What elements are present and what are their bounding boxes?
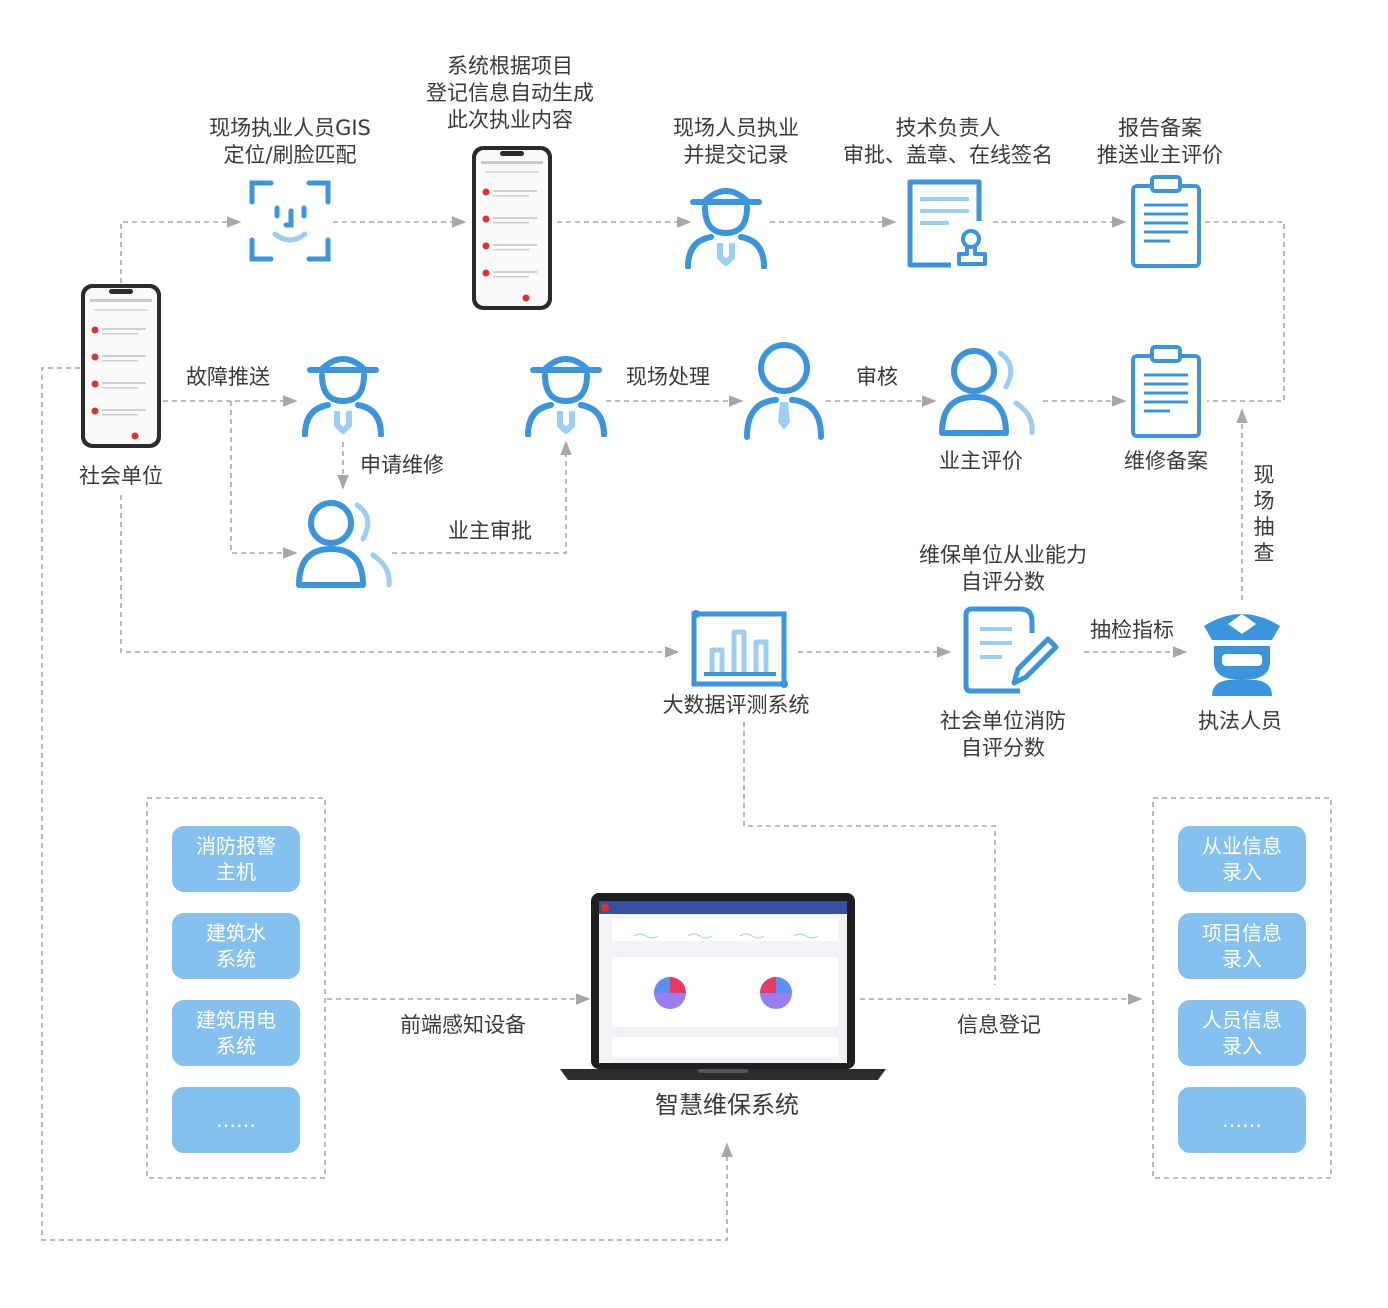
node-label-law-officer: 执法人员: [1198, 709, 1282, 733]
node-label-report-file: 报告备案 推送业主评价: [1097, 116, 1223, 167]
edge-label-onsite-handle: 现场处理: [626, 365, 710, 389]
clipboard-report-icon: [1131, 175, 1201, 268]
edge-label-front-sensing: 前端感知设备: [400, 1013, 526, 1037]
node-label-social-fire: 社会单位消防 自评分数: [940, 709, 1066, 760]
edge-unit-to-face: [120, 216, 242, 283]
smartphone-app-icon: [81, 284, 161, 448]
maintenance-worker-icon: [685, 188, 767, 269]
node-label-auto-gen: 系统根据项目 登记信息自动生成 此次执业内容: [426, 54, 594, 132]
left-pill-more: ……: [172, 1087, 300, 1153]
laptop-dashboard-icon: [560, 893, 886, 1080]
node-label-smart-system: 智慧维保系统: [655, 1091, 799, 1119]
node-label-request-repair: 申请维修: [360, 453, 444, 477]
edge-label-owner-approve: 业主审批: [448, 519, 532, 543]
person-tie-icon: [744, 342, 824, 440]
smartphone-app-icon: [472, 146, 552, 310]
node-label-onsite-submit: 现场人员执业 并提交记录: [673, 116, 799, 167]
node-label-social-unit: 社会单位: [79, 464, 163, 488]
left-pill-fire-alarm-host: 消防报警 主机: [172, 826, 300, 892]
edge-bigdata-to-laptop: [743, 722, 996, 985]
node-label-owner-eval: 业主评价: [939, 449, 1023, 473]
maintenance-worker-icon: [525, 356, 607, 437]
face-recognition-icon: [249, 180, 331, 262]
edge-label-info-register: 信息登记: [957, 1013, 1041, 1037]
users-icon: [939, 348, 1035, 436]
left-pill-building-power: 建筑用电 系统: [172, 1000, 300, 1066]
node-label-maint-ability: 维保单位从业能力 自评分数: [919, 543, 1087, 594]
node-label-bigdata: 大数据评测系统: [662, 693, 810, 717]
node-label-gis-face: 现场执业人员GIS 定位/刷脸匹配: [209, 116, 371, 167]
edge-owner-approve: [392, 440, 572, 554]
bar-chart-board-icon: [691, 610, 788, 688]
node-label-repair-file: 维修备案: [1124, 449, 1208, 473]
edge-label-review: 审核: [856, 365, 898, 389]
users-icon: [296, 500, 392, 588]
left-pill-building-water: 建筑水 系统: [172, 913, 300, 979]
edge-label-sample-index: 抽检指标: [1090, 618, 1174, 642]
clipboard-report-icon: [1131, 345, 1201, 438]
right-pill-project-info: 项目信息 录入: [1178, 913, 1306, 979]
right-pill-practice-info: 从业信息 录入: [1178, 826, 1306, 892]
document-seal-icon: [907, 179, 987, 268]
edge-label-onsite-check: 现场抽查: [1253, 463, 1275, 565]
edge-unit-to-bigdata: [120, 495, 680, 658]
right-pill-more: ……: [1178, 1087, 1306, 1153]
edge-label-fault-push: 故障推送: [186, 365, 270, 389]
right-pill-personnel-info: 人员信息 录入: [1178, 1000, 1306, 1066]
edge-clipboard-right-loop: [1205, 221, 1285, 402]
node-label-tech-lead: 技术负责人 审批、盖章、在线签名: [843, 116, 1053, 167]
edge-fault-branch: [230, 401, 298, 559]
police-officer-icon: [1204, 614, 1280, 696]
edge-outer-loop: [41, 367, 733, 1241]
maintenance-worker-icon: [302, 356, 384, 437]
edit-document-icon: [963, 606, 1059, 694]
